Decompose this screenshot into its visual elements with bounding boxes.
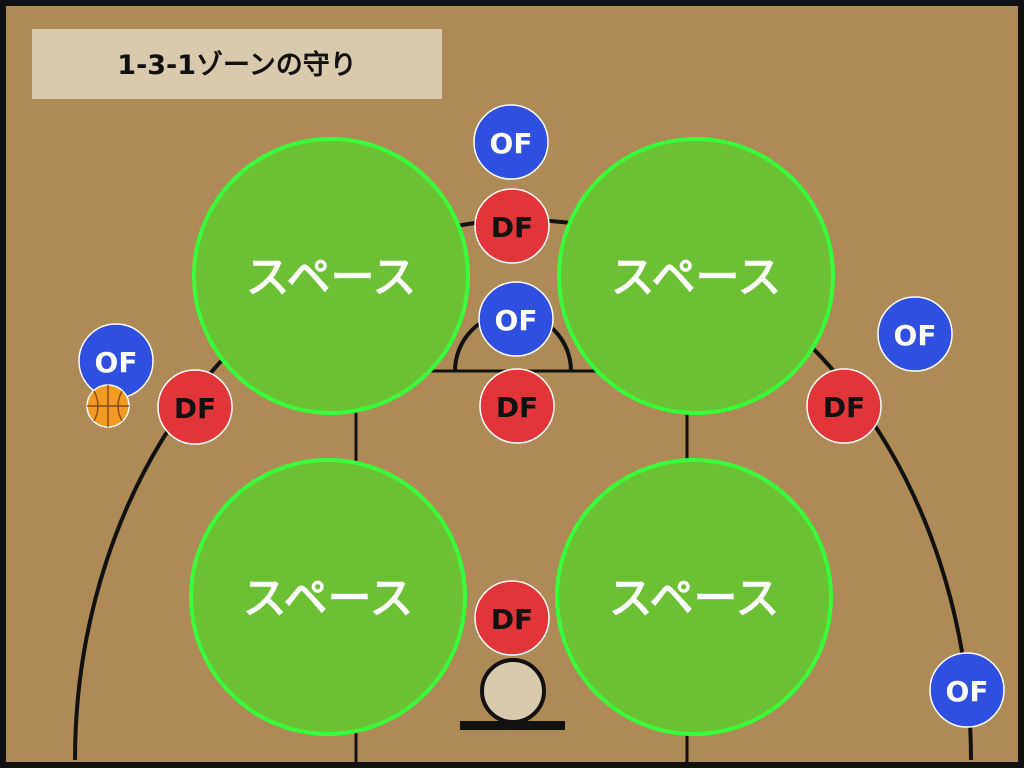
offense-label: OF	[946, 675, 989, 708]
defense-player: DF	[474, 188, 550, 264]
defense-marker	[474, 580, 550, 656]
page-title: 1-3-1ゾーンの守り	[117, 49, 356, 81]
defense-marker	[479, 368, 555, 444]
offense-marker	[877, 296, 953, 372]
offense-marker	[929, 652, 1005, 728]
defense-label: DF	[496, 391, 538, 424]
offense-label: OF	[95, 346, 138, 379]
defense-label: DF	[491, 603, 533, 636]
defense-player: DF	[474, 580, 550, 656]
offense-marker	[473, 104, 549, 180]
offense-label: OF	[490, 127, 533, 160]
offense-label: OF	[894, 319, 937, 352]
offense-player: OF	[929, 652, 1005, 728]
defense-marker	[474, 188, 550, 264]
hoop-rim	[480, 658, 546, 724]
basketball-icon	[86, 384, 130, 428]
space-label: スペース	[246, 252, 417, 303]
defense-label: DF	[491, 211, 533, 244]
space-zone: スペース	[555, 458, 833, 736]
defense-marker	[806, 368, 882, 444]
title-box	[32, 29, 442, 99]
offense-player: OF	[473, 104, 549, 180]
defense-player: DF	[157, 369, 233, 445]
defense-label: DF	[823, 391, 865, 424]
backboard	[460, 721, 565, 730]
offense-player: OF	[877, 296, 953, 372]
space-zone: スペース	[189, 458, 467, 736]
space-zone: スペース	[192, 137, 470, 415]
space-circle	[192, 137, 470, 415]
space-circle	[189, 458, 467, 736]
space-label: スペース	[611, 252, 782, 303]
space-label: スペース	[609, 573, 780, 624]
offense-label: OF	[495, 304, 538, 337]
offense-player: OF	[478, 281, 554, 357]
space-zone: スペース	[557, 137, 835, 415]
offense-player: OF	[78, 323, 154, 399]
defense-player: DF	[806, 368, 882, 444]
defense-player: DF	[479, 368, 555, 444]
space-circle	[557, 137, 835, 415]
defense-label: DF	[174, 392, 216, 425]
space-circle	[555, 458, 833, 736]
offense-marker	[478, 281, 554, 357]
defense-marker	[157, 369, 233, 445]
space-label: スペース	[243, 573, 414, 624]
